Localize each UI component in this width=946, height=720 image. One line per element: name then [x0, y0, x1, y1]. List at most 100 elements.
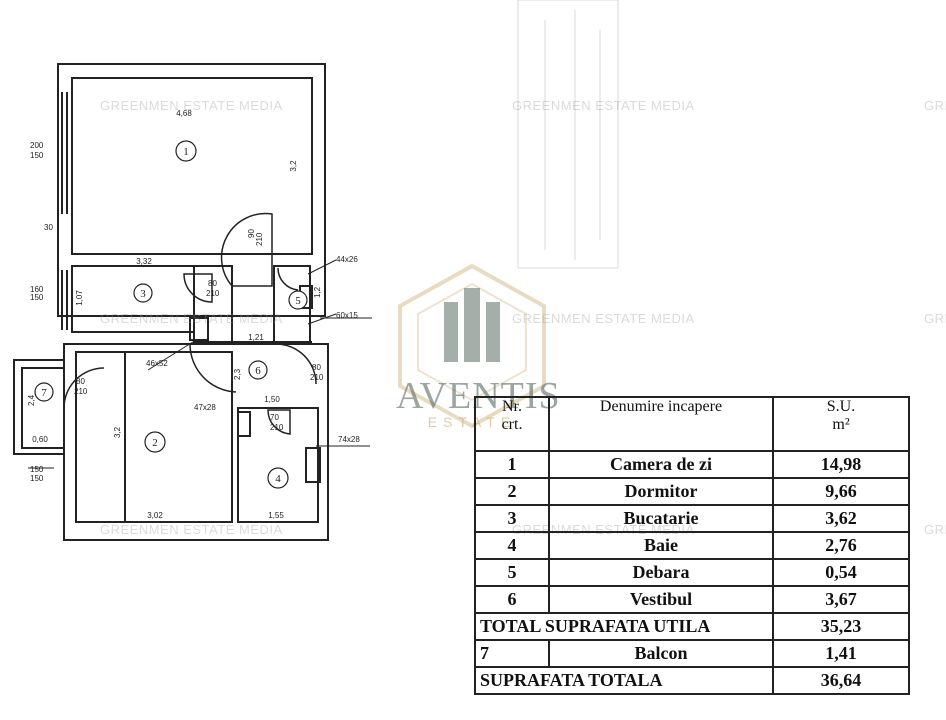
door-swings — [63, 212, 317, 435]
watermark: GREENMEN ESTATE MEDIA — [100, 522, 283, 537]
row-area: 3,62 — [772, 504, 910, 533]
scan-artifact — [517, 0, 619, 269]
aventis-logo-icon — [398, 263, 546, 429]
row-area: 9,66 — [772, 477, 910, 506]
table-row: 4 Baie 2,76 — [474, 531, 910, 560]
room-number-2: 2 — [152, 437, 158, 449]
watermark: GREENMEN ESTATE MEDIA — [924, 311, 946, 326]
dim-hall-depth: 2,3 — [233, 368, 242, 380]
watermark: GREENMEN ESTATE MEDIA — [512, 311, 695, 326]
table-row: 1 Camera de zi 14,98 — [474, 450, 910, 479]
dim-kitchen-depth: 1,07 — [75, 290, 84, 306]
dim-room1-width: 4,68 — [176, 109, 192, 118]
dim-kitchen-width: 3,32 — [136, 257, 152, 266]
table-row: 2 Dormitor 9,66 — [474, 477, 910, 506]
watermark: GREENMEN ESTATE MEDIA — [100, 311, 283, 326]
total-label: SUPRAFATA TOTALA — [474, 666, 774, 695]
header-su: S.U. m² — [772, 396, 910, 452]
room-number-3: 3 — [140, 288, 146, 300]
dim-duct-46: 46x52 — [146, 359, 168, 368]
dim-door-80-c: 80 — [312, 363, 321, 372]
room-number-1: 1 — [183, 146, 189, 158]
row-name: Camera de zi — [548, 450, 774, 479]
dim-window-top-b: 150 — [30, 151, 44, 160]
room-number-5: 5 — [295, 295, 301, 307]
dim-duct-47: 47x28 — [194, 403, 216, 412]
row-nr: 3 — [474, 504, 550, 533]
dim-duct-60: 60x15 — [336, 311, 358, 320]
watermark: GREENMEN ESTATE MEDIA — [512, 98, 695, 113]
balcony-area: 1,41 — [772, 639, 910, 668]
table-row: 3 Bucatarie 3,62 — [474, 504, 910, 533]
row-nr: 2 — [474, 477, 550, 506]
dim-window-mid-a: 160 — [30, 285, 44, 294]
header-nr-line1: Nr. — [502, 398, 522, 415]
total-useful-area: 35,23 — [772, 612, 910, 641]
dim-hall-width: 1,21 — [248, 333, 264, 342]
dim-window-mid-b: 150 — [30, 293, 44, 302]
dim-door-70-h: 210 — [270, 423, 284, 432]
table-row: 6 Vestibul 3,67 — [474, 585, 910, 614]
total-row: SUPRAFATA TOTALA 36,64 — [474, 666, 910, 695]
dim-pantry-depth: 1,2 — [313, 286, 322, 298]
balcony-row: 7 Balcon 1,41 — [474, 639, 910, 668]
dim-balcony-depth: 2,4 — [27, 394, 36, 406]
row-nr: 6 — [474, 585, 550, 614]
dimension-lines — [28, 259, 372, 469]
row-name: Debara — [548, 558, 774, 587]
dim-door-80-b: 80 — [208, 279, 217, 288]
dim-balcony-win-b: 150 — [30, 474, 44, 483]
balcony-name: Balcon — [548, 639, 774, 668]
dim-bath-width: 1,55 — [268, 511, 284, 520]
dim-window-top-a: 200 — [30, 141, 44, 150]
header-nr: Nr. crt. — [474, 396, 550, 452]
dimension-labels: 4,68 3,2 200 150 30 3,32 1,07 160 150 90… — [27, 109, 360, 520]
header-su-line1: S.U. — [826, 398, 856, 415]
header-name: Denumire incapere — [548, 396, 774, 452]
area-table: Nr. crt. Denumire incapere S.U. m² 1 Cam… — [474, 396, 910, 695]
row-nr: 4 — [474, 531, 550, 560]
dim-balcony-width: 0,60 — [32, 435, 48, 444]
dim-bedroom-depth: 3,2 — [113, 426, 122, 438]
total-useful-row: TOTAL SUPRAFATA UTILA 35,23 — [474, 612, 910, 641]
dim-door-80-d: 80 — [76, 377, 85, 386]
header-nr-line2: crt. — [501, 416, 523, 433]
row-nr: 1 — [474, 450, 550, 479]
dim-door-90-a: 90 — [247, 229, 256, 238]
total-area: 36,64 — [772, 666, 910, 695]
watermark: GREENMEN ESTATE MEDIA — [924, 522, 946, 537]
header-su-unit: m² — [832, 416, 850, 433]
balcony-nr: 7 — [474, 639, 550, 668]
table-header: Nr. crt. Denumire incapere S.U. m² — [474, 396, 910, 452]
room-markers — [34, 140, 308, 489]
dim-duct-44: 44x26 — [336, 255, 358, 264]
dim-bath-top: 1,50 — [264, 395, 280, 404]
dim-door-90-a-h: 210 — [255, 232, 264, 246]
watermark: GREENMEN ESTATE MEDIA — [100, 98, 283, 113]
dim-wall-30: 30 — [44, 223, 53, 232]
row-name: Bucatarie — [548, 504, 774, 533]
row-area: 0,54 — [772, 558, 910, 587]
dim-door-80-b-h: 210 — [206, 289, 220, 298]
room-numbers: 1 3 5 6 7 2 4 — [41, 146, 301, 485]
row-nr: 5 — [474, 558, 550, 587]
row-name: Baie — [548, 531, 774, 560]
dim-door-70: 70 — [270, 413, 279, 422]
room-number-6: 6 — [255, 365, 261, 377]
dim-door-80-c-h: 210 — [310, 373, 324, 382]
dim-duct-74: 74x28 — [338, 435, 360, 444]
row-area: 14,98 — [772, 450, 910, 479]
room-number-7: 7 — [41, 387, 47, 399]
dim-door-80-d-h: 210 — [74, 387, 88, 396]
walls — [13, 63, 329, 541]
dim-bedroom-width: 3,02 — [147, 511, 163, 520]
total-useful-label: TOTAL SUPRAFATA UTILA — [474, 612, 774, 641]
row-name: Dormitor — [548, 477, 774, 506]
row-name: Vestibul — [548, 585, 774, 614]
room-number-4: 4 — [275, 473, 281, 485]
dim-room1-depth: 3,2 — [289, 160, 298, 172]
row-area: 3,67 — [772, 585, 910, 614]
dim-balcony-win-a: 150 — [30, 465, 44, 474]
watermark: GREENMEN ESTATE MEDIA — [924, 98, 946, 113]
